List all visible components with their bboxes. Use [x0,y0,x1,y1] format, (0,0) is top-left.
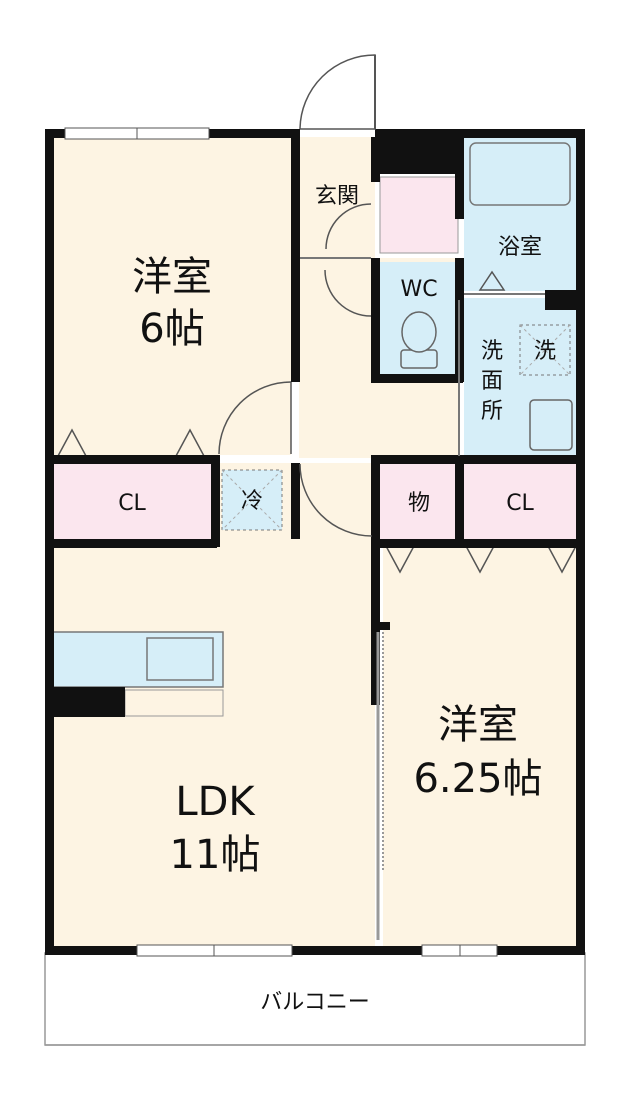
storage [380,463,458,539]
washing-machine-space [519,324,571,376]
wall-storage-west [371,455,380,705]
shaft-block-right [545,290,577,310]
partition-stub [378,622,390,630]
wall-bottom [45,946,585,955]
front-door-swing [299,54,376,130]
entrance-door-swing [325,203,372,250]
kitchen-sink [146,637,214,681]
washroom-label-2: 面 [481,369,503,394]
washroom-label-3: 所 [481,399,503,424]
wc-door-swing [324,269,372,317]
wall-room1-east [291,137,300,382]
wall-storage-top [371,455,585,464]
storage-label: 物 [408,491,430,516]
wall-bath-west [455,137,464,219]
wall-closet1-east [211,455,220,547]
fridge-cross-2 [221,469,283,531]
shaft-block [375,129,463,174]
toilet-label: WC [400,277,437,302]
entrance-label: 玄関 [315,184,359,209]
room2-name: 洋室 [438,702,518,748]
toilet-bowl [401,311,437,353]
western-room-1-floor [53,137,291,455]
wall-fridge-east [291,463,300,539]
room1-name: 洋室 [132,254,212,300]
closet-1-label: CL [118,491,146,516]
bathroom-door-marker [478,270,506,291]
balcony-area [44,952,586,1046]
closet-2-label: CL [506,491,534,516]
bathtub [469,142,571,206]
wall-wc-south [371,374,463,383]
wall-closet1-south [45,539,217,548]
wall-wc-west [371,258,380,382]
room1-size: 6帖 [139,306,204,352]
wall-storage-divider [455,455,464,547]
wall-closet2-south [371,539,585,548]
ldk-size: 11帖 [170,832,261,878]
closet-2 [464,463,576,539]
room1-door-swing [218,381,292,455]
balcony-label: バルコニー [260,990,370,1015]
fridge-label: 冷 [241,489,263,514]
kitchen-wall-block [45,687,125,717]
washbasin [529,399,573,451]
room2-size: 6.25帖 [413,756,542,802]
washer-label: 洗 [534,339,556,364]
ldk-door-swing [299,463,373,537]
wall-room1-south [45,455,217,464]
ldk-name: LDK [175,779,256,825]
western-room-2-floor [383,540,576,946]
entrance-step [379,176,459,254]
wall-top-right [375,129,585,138]
closet-1 [53,463,211,539]
washroom-label-1: 洗 [481,339,503,364]
bathroom-label: 浴室 [498,235,542,260]
wall-entrance-east [371,137,380,182]
kitchen-extension [124,689,224,717]
